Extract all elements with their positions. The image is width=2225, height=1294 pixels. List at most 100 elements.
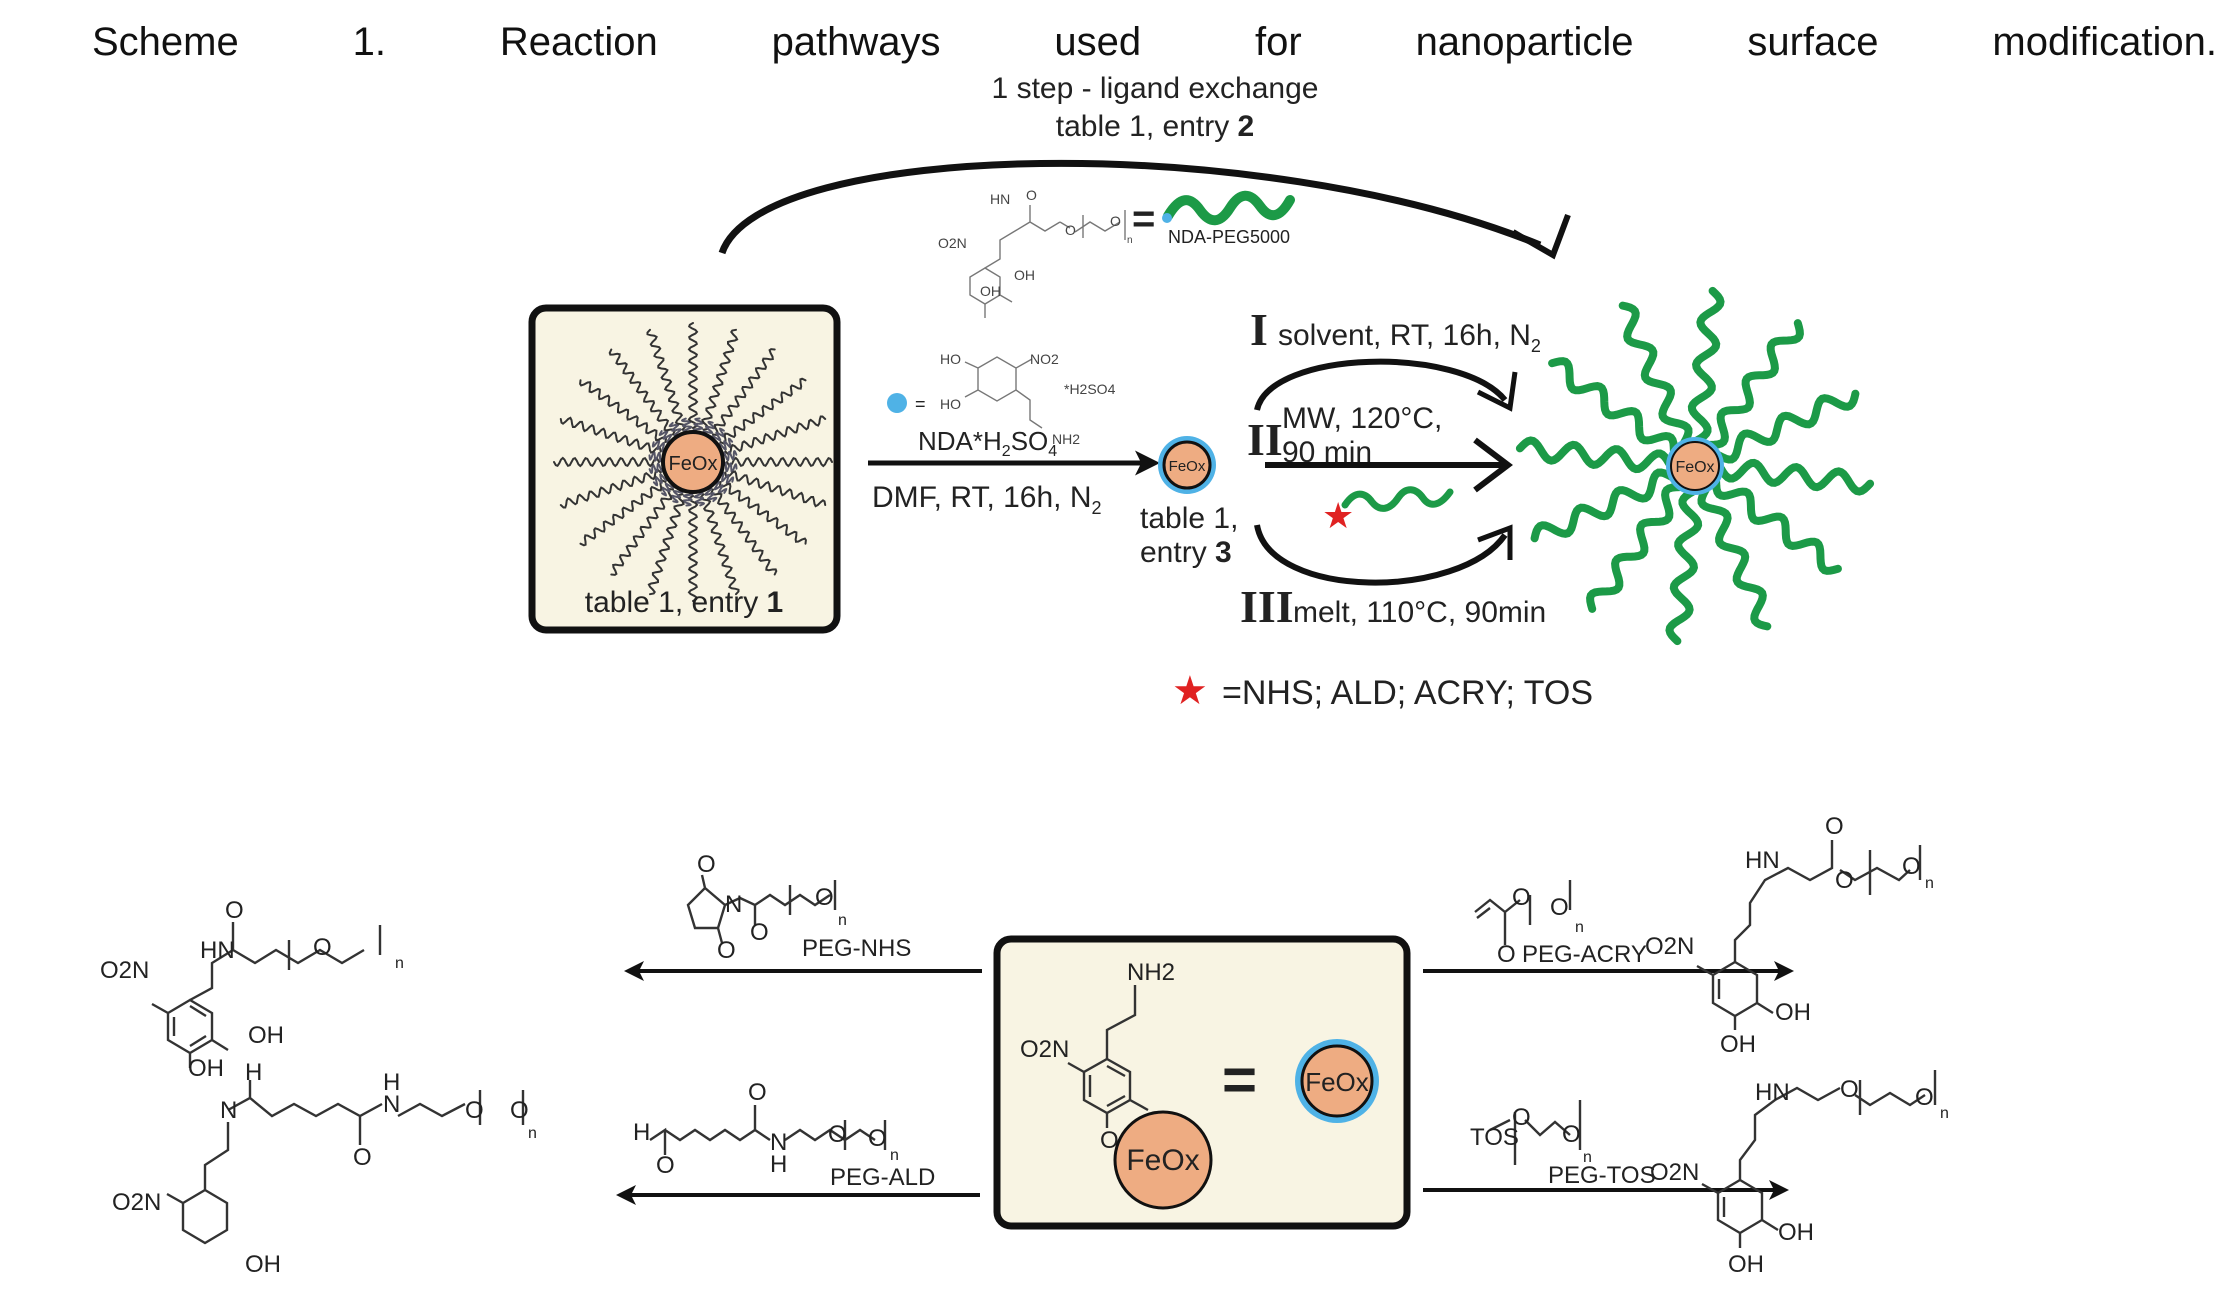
peg-nhs-label: PEG-NHS <box>802 935 911 962</box>
peg-chain <box>1618 301 1693 447</box>
acry-product-structure: O HN O O n O2N OH OH <box>1645 813 1934 1058</box>
svg-text:OH: OH <box>980 283 1001 299</box>
svg-text:NO2: NO2 <box>1030 351 1059 367</box>
intermediate-core <box>1162 440 1212 490</box>
ligand-chain <box>579 479 667 547</box>
caption-word: Reaction <box>499 20 658 64</box>
peg-corona <box>1515 286 1875 646</box>
peg-chain <box>1548 357 1678 455</box>
oleate-ligand-shell <box>553 322 833 602</box>
svg-text:n: n <box>1127 235 1133 246</box>
ligand-chain <box>559 469 662 509</box>
nda-peg5000-structure: O HN O O n O2N OH OH <box>938 187 1133 318</box>
svg-text:H: H <box>383 1069 400 1096</box>
svg-text:O2N: O2N <box>1020 1036 1069 1063</box>
svg-text:n: n <box>1940 1105 1949 1122</box>
svg-text:O: O <box>1840 1076 1859 1103</box>
peg-acry-bonds <box>1474 880 1572 945</box>
top-route-arrowhead <box>1511 213 1571 260</box>
svg-text:H: H <box>245 1059 262 1086</box>
caption-word: for <box>1255 20 1302 64</box>
nhs-product-structure: O HN O n O2N OH OH <box>100 897 404 1082</box>
svg-text:n: n <box>1925 875 1934 892</box>
atom-label: O <box>1512 884 1531 911</box>
svg-text:O: O <box>353 1144 372 1171</box>
svg-text:O: O <box>828 1121 847 1148</box>
svg-text:O: O <box>1065 222 1076 238</box>
ligand-chain <box>700 493 740 596</box>
svg-text:n: n <box>838 912 847 929</box>
caption-word: pathways <box>771 20 941 64</box>
peg-ald-label: PEG-ALD <box>830 1164 935 1191</box>
svg-text:O: O <box>1026 187 1037 203</box>
caption-word: modification. <box>1992 20 2217 64</box>
svg-text:O2N: O2N <box>938 235 967 251</box>
svg-text:TOS: TOS <box>1470 1124 1519 1151</box>
svg-text:NH2: NH2 <box>1127 959 1175 986</box>
svg-text:O: O <box>868 1125 887 1152</box>
center-equals: = <box>1222 1046 1257 1113</box>
atom-label: O <box>1550 894 1569 921</box>
svg-text:O: O <box>697 851 716 878</box>
svg-text:OH: OH <box>188 1055 224 1082</box>
svg-text:N: N <box>383 1091 400 1118</box>
start-core-label: FeOx <box>669 453 718 475</box>
svg-text:HN: HN <box>1755 1079 1790 1106</box>
nda-peg5000-label: NDA-PEG5000 <box>1168 227 1290 247</box>
svg-text:O: O <box>465 1097 484 1124</box>
svg-text:O2N: O2N <box>1645 933 1694 960</box>
route-ii-arrowhead <box>1473 437 1513 493</box>
product-core-label: FeOx <box>1675 459 1714 476</box>
center-box <box>993 935 1411 1230</box>
ligand-chain <box>610 487 674 576</box>
svg-text:O: O <box>1100 1127 1119 1154</box>
atom-label: O <box>1497 941 1516 968</box>
ligand-chain <box>726 456 833 468</box>
caption-word: Scheme <box>92 20 239 64</box>
peg-chain <box>1586 483 1684 613</box>
top-route-title: 1 step - ligand exchange <box>992 72 1319 105</box>
svg-text:O: O <box>1825 813 1844 840</box>
intermediate-ref-line1: table 1, <box>1140 502 1238 535</box>
svg-text:n: n <box>395 955 404 972</box>
peg-chain <box>1530 468 1676 543</box>
anchored-core-label: FeOx <box>1126 1144 1199 1177</box>
caption-word: surface <box>1747 20 1879 64</box>
svg-text:O: O <box>1902 853 1921 880</box>
svg-text:O2N: O2N <box>1650 1159 1699 1186</box>
svg-text:O: O <box>815 884 834 911</box>
nda-legend-equals: = <box>915 394 926 414</box>
svg-text:NH2: NH2 <box>1052 431 1080 447</box>
svg-text:n: n <box>528 1125 537 1142</box>
svg-text:N: N <box>220 1097 237 1124</box>
route-ii-numeral: II <box>1247 414 1283 465</box>
svg-text:HN: HN <box>1745 847 1780 874</box>
ligand-chain <box>687 322 699 429</box>
intermediate-core-label: FeOx <box>1169 458 1206 475</box>
peg-ald-structure: H O O N H O O n <box>633 1079 899 1179</box>
ligand-chain <box>712 348 776 437</box>
atom-label: n <box>1575 919 1584 936</box>
svg-text:O2N: O2N <box>112 1189 161 1216</box>
svg-text:O: O <box>1835 867 1854 894</box>
ligand-chain <box>608 348 676 436</box>
ligand-chain <box>646 328 686 431</box>
svg-text:OH: OH <box>245 1251 281 1278</box>
ligand-chain <box>724 415 827 455</box>
peg-nhs-structure: O O N O O n <box>686 851 847 964</box>
route-iii-numeral: III <box>1240 581 1294 632</box>
svg-text:O: O <box>510 1097 529 1124</box>
step1-reagent: NDA*H2SO4 <box>918 426 1057 460</box>
ligand-chain <box>724 470 827 508</box>
ligand-chain <box>647 493 685 596</box>
svg-text:OH: OH <box>1014 267 1035 283</box>
legend-star-icon: ★ <box>1172 669 1208 713</box>
caption-word: used <box>1054 20 1142 64</box>
route-iii-conditions: melt, 110°C, 90min <box>1293 596 1546 629</box>
peg-tos-structure: TOS O O n <box>1470 1100 1592 1166</box>
route-iii-arrow <box>1254 524 1508 586</box>
svg-text:O: O <box>313 934 332 961</box>
svg-text:O: O <box>656 1152 675 1179</box>
svg-text:OH: OH <box>1778 1219 1814 1246</box>
top-route-ref: table 1, entry 2 <box>1056 110 1254 143</box>
